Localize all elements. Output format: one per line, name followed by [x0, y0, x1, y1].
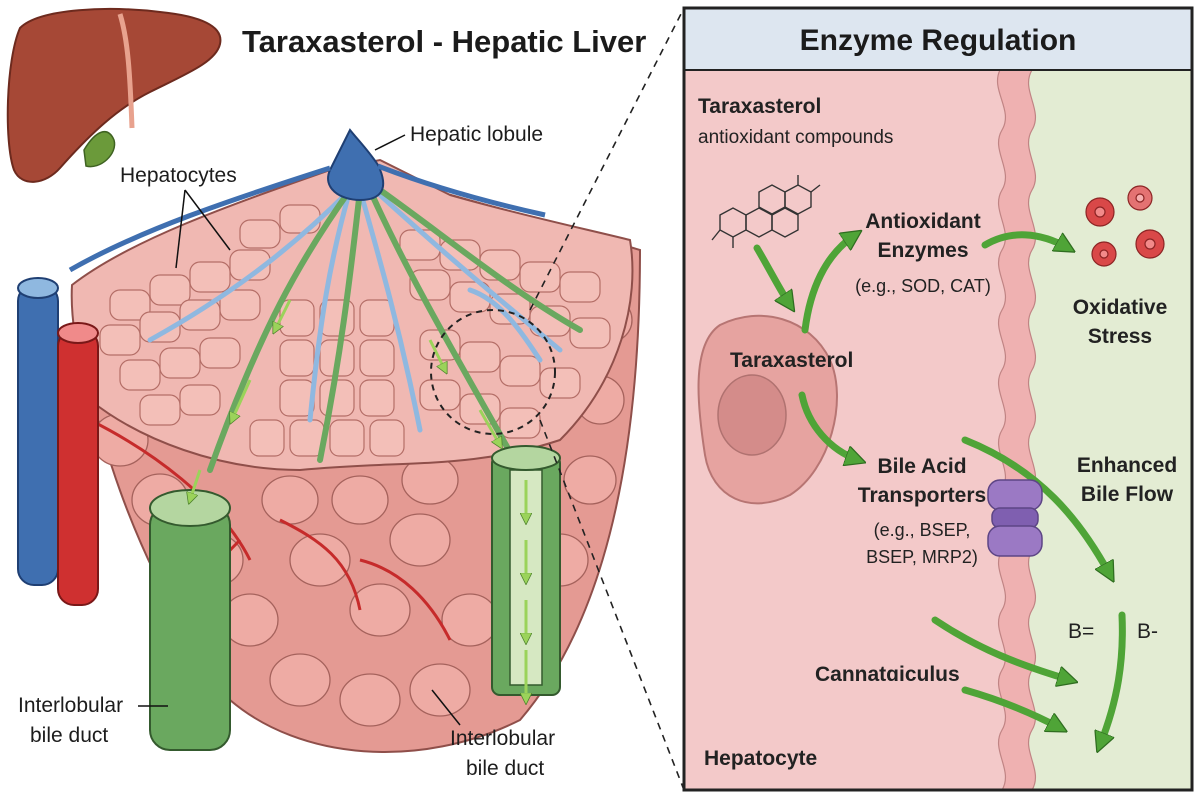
arrow-cell-to-transporters	[798, 391, 858, 460]
antioxidant-enzymes-label-2: Enzymes	[877, 239, 968, 262]
leader-hepatic-lobule	[374, 134, 406, 151]
arrow-canaliculus-2	[961, 686, 1060, 728]
panel-title: Enzyme Regulation	[800, 24, 1077, 57]
arrow-cell-to-enzymes	[801, 235, 855, 334]
hepatic-lobule-illustration	[17, 128, 642, 753]
main-title: Taraxasterol - Hepatic Liver	[242, 24, 646, 59]
leader-interlobular-right	[431, 689, 461, 726]
oxidative-stress-particles	[1085, 185, 1165, 267]
transporters-example-2: BSEP, MRP2)	[866, 547, 978, 567]
oxidative-stress-label-1: Oxidative	[1073, 296, 1168, 319]
arrow-transporters-to-bile	[961, 436, 1110, 575]
arrow-enzymes-to-stress	[981, 231, 1068, 248]
label-interlobular-left-1: Interlobular	[18, 694, 123, 717]
label-interlobular-right-1: Interlobular	[450, 727, 555, 750]
zoom-line-bottom	[539, 419, 685, 791]
label-hepatic-lobule: Hepatic lobule	[410, 123, 543, 146]
compound-name: Taraxasterol	[698, 95, 821, 118]
arrow-canaliculus-1	[931, 616, 1070, 680]
bile-acid-transporter-icon	[987, 479, 1043, 557]
label-hepatocytes: Hepatocytes	[120, 164, 237, 187]
hepatocyte-label: Hepatocyte	[704, 747, 817, 770]
arrow-molecule-to-cell	[753, 244, 790, 305]
b-minus-label: B-	[1137, 620, 1158, 643]
transporters-example-1: (e.g., BSEP,	[874, 520, 971, 540]
liver-icon	[6, 8, 222, 183]
antioxidant-enzymes-label-1: Antioxidant	[865, 210, 981, 233]
antioxidant-enzymes-example: (e.g., SOD, CAT)	[855, 276, 991, 296]
zoom-line-top	[529, 7, 685, 311]
taraxasterol-molecule-icon	[711, 175, 821, 248]
cell-nucleus	[717, 374, 787, 456]
cell-taraxasterol-label: Taraxasterol	[730, 349, 853, 372]
enzyme-regulation-panel: Enzyme Regulation Taraxasterol antioxida…	[682, 6, 1194, 792]
transporters-label-2: Transporters	[858, 484, 986, 507]
canaliculus-label: Cannatɑiculus	[815, 663, 960, 686]
bile-flow-label-1: Enhanced	[1077, 454, 1177, 477]
pathway-arrows	[753, 231, 1126, 745]
compound-description: antioxidant compounds	[698, 127, 893, 148]
label-interlobular-right-2: bile duct	[466, 757, 544, 780]
b-equals-label: B=	[1068, 620, 1094, 643]
oxidative-stress-label-2: Stress	[1088, 325, 1152, 348]
leader-hepatocytes-a	[175, 189, 186, 269]
transporters-label-1: Bile Acid	[877, 455, 966, 478]
bile-flow-label-2: Bile Flow	[1081, 483, 1174, 506]
label-interlobular-left-2: bile duct	[30, 724, 108, 747]
arrow-down-bile	[1100, 611, 1126, 745]
leader-hepatocytes-b	[184, 189, 231, 251]
